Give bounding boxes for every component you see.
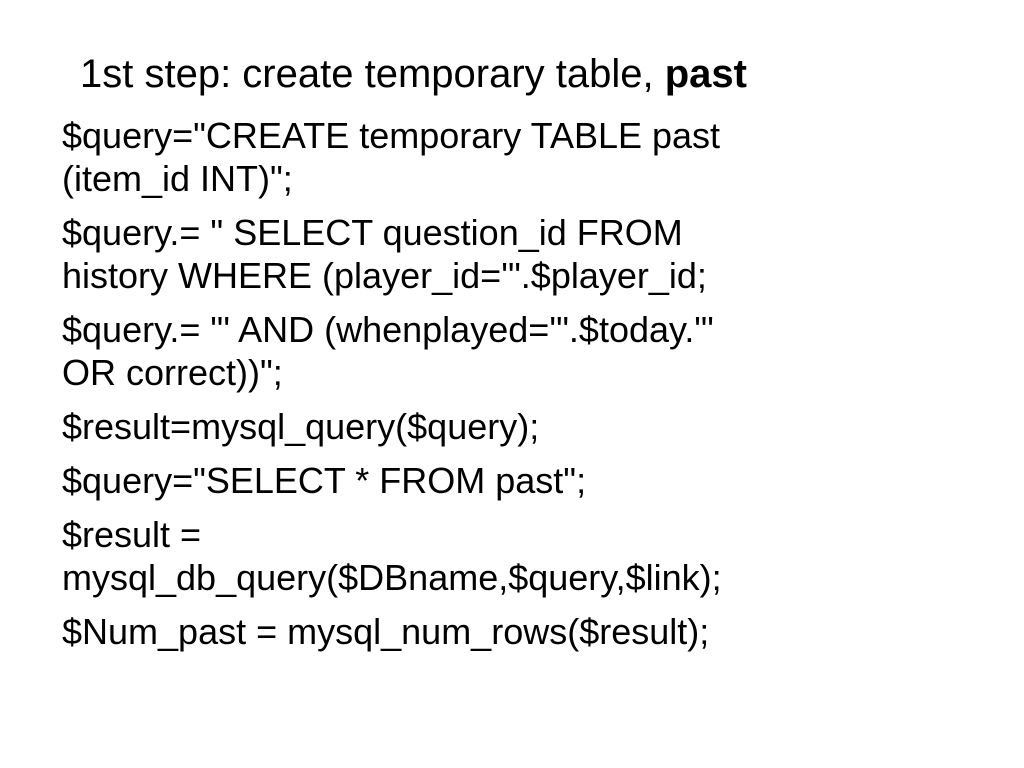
code-bullet-num-rows: $Num_past = mysql_num_rows($result);: [62, 610, 962, 653]
code-bullet-create-table: $query="CREATE temporary TABLE past (ite…: [62, 114, 962, 200]
code-line: $result =: [62, 514, 202, 555]
code-line-continuation: mysql_db_query($DBname,$query,$link);: [62, 557, 722, 598]
code-line-continuation: (item_id INT)";: [62, 158, 293, 199]
code-line: $query="SELECT * FROM past";: [62, 460, 587, 501]
code-bullet-select-history: $query.= " SELECT question_id FROM histo…: [62, 211, 962, 297]
code-line: $query.= " SELECT question_id FROM: [62, 212, 683, 253]
code-bullet-where-clause: $query.= "' AND (whenplayed='".$today."'…: [62, 308, 962, 394]
slide-title: 1st step: create temporary table, past: [80, 48, 747, 100]
code-line: $query.= "' AND (whenplayed='".$today."': [62, 309, 714, 350]
code-bullet-db-query: $result = mysql_db_query($DBname,$query,…: [62, 513, 962, 599]
code-line-continuation: history WHERE (player_id='".$player_id;: [62, 255, 707, 296]
slide-title-bold-text: past: [664, 52, 747, 96]
code-bullet-list: $query="CREATE temporary TABLE past (ite…: [62, 114, 962, 664]
code-line: $query="CREATE temporary TABLE past: [62, 115, 721, 156]
code-line-continuation: OR correct))";: [62, 352, 283, 393]
code-line: $result=mysql_query($query);: [62, 406, 540, 447]
code-line: $Num_past = mysql_num_rows($result);: [62, 611, 710, 652]
code-bullet-run-query: $result=mysql_query($query);: [62, 405, 962, 448]
code-bullet-select-past: $query="SELECT * FROM past";: [62, 459, 962, 502]
slide-title-text: 1st step: create temporary table,: [80, 52, 665, 96]
